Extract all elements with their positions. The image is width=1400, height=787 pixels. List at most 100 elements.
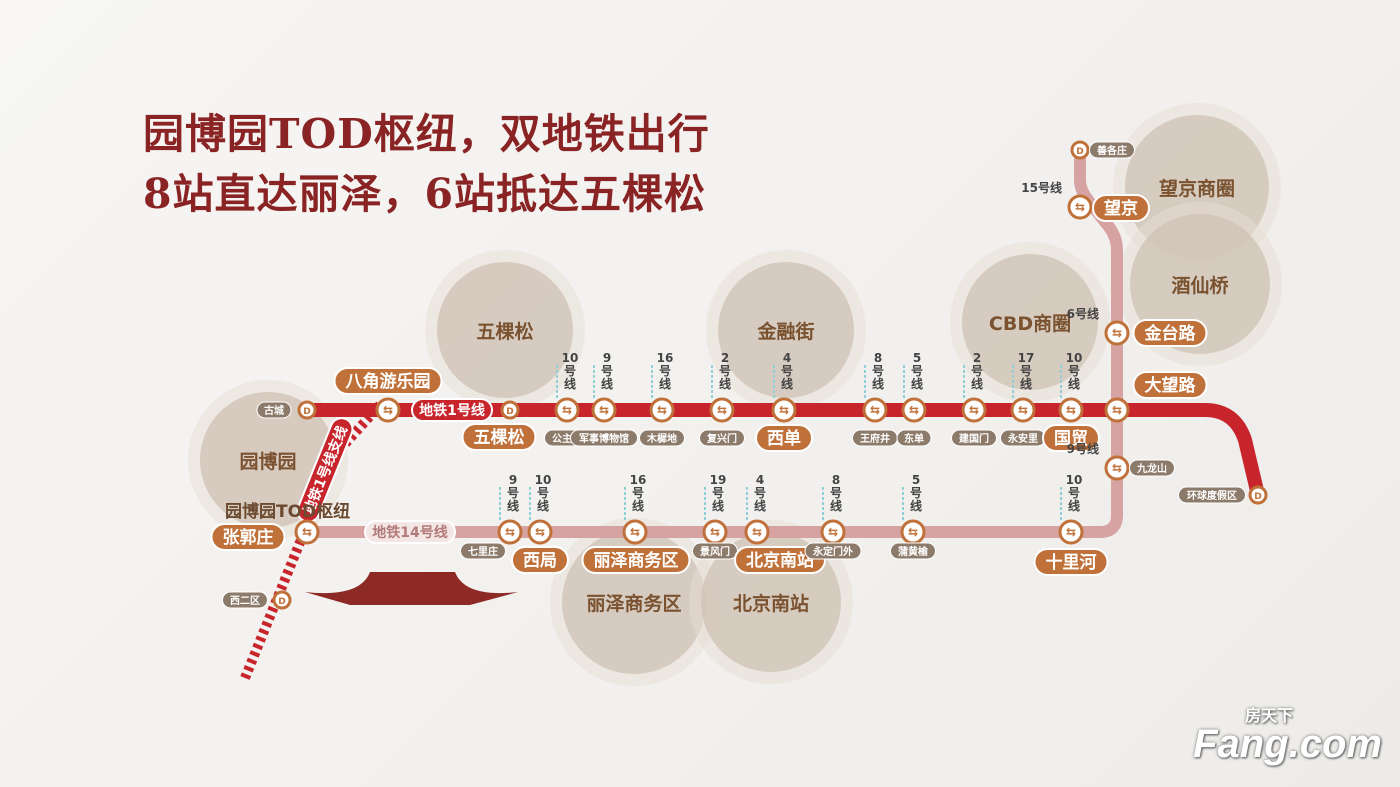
station-glyph: ⇆: [908, 525, 918, 539]
pavilion-illustration: [305, 572, 518, 605]
transfer-line-number: 16: [657, 351, 674, 365]
transfer-suffix: 号: [719, 363, 731, 378]
transfer-suffix: 线: [537, 498, 549, 513]
transfer-icon[interactable]: [709, 397, 735, 423]
transfer-suffix: 号: [507, 485, 519, 500]
station-name: 景风门: [700, 545, 730, 558]
terminal-icon[interactable]: [1070, 140, 1090, 160]
transfer-icon[interactable]: [527, 519, 553, 545]
transfer-icon[interactable]: [375, 397, 401, 423]
transfer-icon[interactable]: [294, 519, 320, 545]
station-name: 建国门: [958, 432, 989, 445]
transfer-line-number: 5: [913, 351, 921, 365]
transfer-line-number: 16: [630, 473, 647, 487]
transfer-line-number: 9: [603, 351, 611, 365]
transfer-suffix: 号: [1068, 363, 1080, 378]
station-glyph: ⇆: [870, 403, 880, 417]
transfer-suffix: 号: [1020, 363, 1032, 378]
station-glyph: ⇆: [969, 403, 979, 417]
station-label-bg: [570, 429, 638, 447]
station-name: 七里庄: [468, 545, 498, 558]
hub-label: 园博园TOD枢纽: [225, 501, 350, 522]
station-name: 复兴门: [706, 432, 737, 445]
transfer-icon[interactable]: [497, 519, 523, 545]
transfer-icon[interactable]: [1058, 397, 1084, 423]
transfer-icon[interactable]: [744, 519, 770, 545]
district-bubble: [437, 262, 573, 398]
transfer-suffix: 线: [564, 376, 576, 391]
station-glyph: ⇆: [630, 525, 640, 539]
transfer-suffix: 号: [830, 485, 842, 500]
station-name: 西单: [767, 428, 801, 449]
transfer-suffix: 号: [601, 363, 613, 378]
station-label-bg: [581, 546, 691, 574]
station-name: 永定门外: [812, 545, 853, 558]
transfer-line-number: 2: [973, 351, 981, 365]
transfer-suffix: 号: [781, 363, 793, 378]
transfer-icon[interactable]: [1104, 397, 1130, 423]
district-bubble: [200, 392, 336, 528]
station-label-bg: [461, 423, 537, 451]
station-name: 张郭庄: [223, 527, 274, 548]
transfer-icon[interactable]: [901, 397, 927, 423]
transfer-line-number: 17: [1018, 351, 1035, 365]
station-glyph: ⇆: [1112, 403, 1122, 417]
transfer-icon[interactable]: [771, 397, 797, 423]
district-label: 北京南站: [733, 592, 809, 615]
station-glyph: ⇆: [383, 403, 393, 417]
transfer-suffix: 线: [712, 498, 724, 513]
transfer-suffix: 号: [910, 485, 922, 500]
station-label-bg: [1132, 319, 1208, 347]
station-glyph: ⇆: [657, 403, 667, 417]
transfer-icon[interactable]: [649, 397, 675, 423]
station-label-bg: [890, 542, 936, 560]
transfer-icon[interactable]: [1104, 455, 1130, 481]
station-glyph: ⇆: [1066, 403, 1076, 417]
station-glyph: ⇆: [1075, 200, 1085, 214]
station-glyph: D: [1076, 147, 1083, 157]
station-glyph: ⇆: [909, 403, 919, 417]
transfer-icon[interactable]: [1010, 397, 1036, 423]
transfer-icon[interactable]: [1058, 519, 1084, 545]
station-name: 九龙山: [1136, 462, 1167, 475]
transfer-suffix: 线: [872, 376, 884, 391]
transfer-suffix: 线: [971, 376, 983, 391]
line1-label: 地铁1号线: [411, 398, 493, 422]
transfer-suffix: 线: [754, 498, 766, 513]
transfer-line-number: 10: [1066, 473, 1083, 487]
transfer-icon[interactable]: [1104, 320, 1130, 346]
transfer-icon[interactable]: [622, 519, 648, 545]
station-name: 十里河: [1046, 552, 1097, 573]
terminal-icon[interactable]: [272, 590, 292, 610]
transfer-icon[interactable]: [961, 397, 987, 423]
station-label-bg: [1092, 194, 1150, 222]
station-label-bg: [896, 429, 932, 447]
transfer-suffix: 线: [719, 376, 731, 391]
line14-track: [305, 150, 1123, 538]
station-label-bg: [804, 542, 862, 560]
transfer-icon[interactable]: [554, 397, 580, 423]
district-label: 望京商圈: [1159, 177, 1235, 200]
transfer-icon[interactable]: [591, 397, 617, 423]
terminal-icon[interactable]: [297, 400, 317, 420]
transfer-icon[interactable]: [1067, 194, 1093, 220]
terminal-icon[interactable]: [1248, 485, 1268, 505]
district-label: 五棵松: [476, 320, 533, 343]
transfer-line-number: 10: [562, 351, 579, 365]
terminal-icon[interactable]: [500, 400, 520, 420]
transfer-line-number: 9: [509, 473, 517, 487]
station-label-bg: [1178, 486, 1246, 504]
transfer-suffix: 线: [911, 376, 923, 391]
station-glyph: ⇆: [779, 403, 789, 417]
station-glyph: ⇆: [505, 525, 515, 539]
station-name: 东单: [904, 432, 924, 445]
transfer-line-name: 6号线: [1067, 306, 1099, 321]
station-label-bg: [460, 542, 506, 560]
station-glyph: ⇆: [710, 525, 720, 539]
transfer-suffix: 线: [601, 376, 613, 391]
transfer-icon[interactable]: [862, 397, 888, 423]
station-name: 西局: [523, 551, 557, 571]
transfer-suffix: 线: [781, 376, 793, 391]
transfer-line-number: 4: [783, 351, 791, 365]
station-glyph: ⇆: [562, 403, 572, 417]
